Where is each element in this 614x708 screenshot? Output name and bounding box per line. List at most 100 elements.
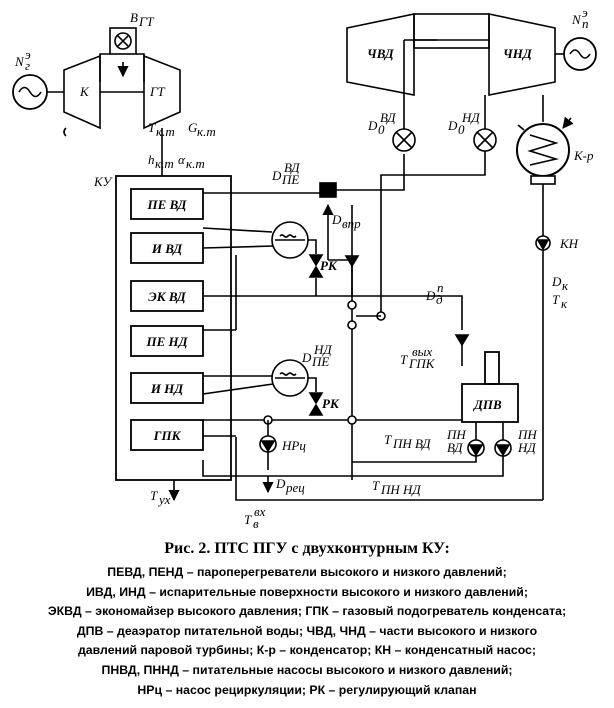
label-akt-sub: к.т [186,156,205,171]
turbine-hp-chvd [346,13,415,96]
caption-line: ИВД, ИНД – испарительные поверхности выс… [86,584,528,599]
ku-block-i-vd: И ВД [151,241,183,256]
label-gt: ГТ [149,84,165,99]
ku-block-i-nd: И НД [150,381,184,396]
pump-nrc [259,435,277,453]
combustion-chamber [99,27,145,82]
label-tpnvd-sub: ПН ВД [392,436,431,451]
pump-pnnd [494,439,512,457]
label-d0vd: D [367,118,378,133]
pump-pnvd [467,439,485,457]
condenser-kr [516,116,574,185]
label-d0vd-sup: ВД [380,110,396,125]
label-tv-sub: в [253,516,259,531]
label-b-sub: ГТ [138,14,154,29]
label-dk-sub: к [562,278,569,293]
generator-gt [12,74,64,110]
compressor-k [63,54,101,130]
figure-caption-legend: ПЕВД, ПЕНД – пароперегреватели высокого … [0,563,614,700]
label-pnvd-2: ВД [447,440,463,455]
label-b: B [130,10,138,25]
drum-lp [271,359,309,397]
label-tpnvd: T [384,432,392,447]
label-kr: К-р [573,148,594,163]
label-d0nd-sup: НД [461,110,480,125]
label-dpevd-sub: ПЕ [281,172,299,187]
caption-line: давлений паровой турбины; К-р – конденса… [78,643,536,658]
label-chnd: ЧНД [503,46,533,61]
label-hkt-sub: к.т [155,156,174,171]
label-tv-sup: вх [254,504,266,519]
label-tkt: T [148,120,156,135]
label-pnnd-1: ПН [517,427,537,442]
label-akt: α [178,152,186,167]
label-gkt-sub: к.т [197,124,216,139]
label-chvd: ЧВД [367,46,395,61]
label-tgpk-sub: ГПК [408,356,436,371]
control-valve-rk2 [308,392,324,416]
label-tk-sub: к [561,296,568,311]
label-np-sub: п [582,16,589,31]
label-hkt: h [148,152,155,167]
pump-kn [535,235,551,251]
label-tk: T [552,292,560,307]
caption-line: ДПВ – деаэратор питательной воды; ЧВД, Ч… [76,623,538,638]
label-ng-sub: г [25,58,30,73]
label-dk: D [551,274,562,289]
label-dvpr: D [331,212,342,227]
control-valve-rk1 [308,254,324,296]
figure-caption-title: Рис. 2. ПТС ПГУ с двухконтурным КУ: [164,540,450,557]
label-tpnnd-sub: ПН НД [380,482,421,497]
caption-line: ПЕВД, ПЕНД – пароперегреватели высокого … [107,565,507,579]
label-dd: D [425,288,436,303]
label-dd-sub: д [436,292,443,307]
label-tkt-sub: к.т [156,124,175,139]
label-pnvd-1: ПН [446,427,466,442]
ku-block-pe-nd: ПЕ НД [145,334,188,349]
valve-d0vd [392,128,416,152]
label-dvpr-sub: впр [342,216,361,231]
check-valve-1 [344,255,360,268]
label-dpend-sub: ПЕ [311,354,329,369]
check-valve-2 [454,334,470,347]
label-tgpk-sup: вых [412,344,432,359]
label-tpnnd: T [372,478,380,493]
attemperator [319,182,337,198]
label-np: N [571,12,582,27]
label-dpv: ДПВ [473,397,502,412]
label-dpevd: D [271,168,282,183]
turbine-lp-chnd [488,13,556,96]
label-rk1: РК [320,258,338,273]
label-tukh: T [150,488,158,503]
label-tgpk: T [400,352,408,367]
label-d0nd-sub: 0 [458,122,465,137]
deaerator-dpv [461,351,519,423]
ku-block-pe-vd: ПЕ ВД [147,197,188,212]
label-drec: D [275,476,286,491]
caption-line: ЭКВД – экономайзер высокого давления; ГП… [47,604,567,619]
generator-st [563,37,597,71]
label-dd-sup: п [437,280,444,295]
caption-line: ПНВД, ПННД – питательные насосы высокого… [101,662,513,677]
label-nrc: НРц [281,438,306,453]
label-np-sup: э [582,5,588,20]
label-rk2: РК [322,396,340,411]
ku-block-gpk: ГПК [153,428,182,443]
label-tukh-sub: ух [157,492,171,507]
label-drec-sub: рец [285,480,305,495]
label-k: К [79,84,90,99]
label-ng-sup: э [25,47,31,62]
drum-hp [271,221,309,259]
valve-d0nd [473,128,497,152]
ku-block-ek-vd: ЭК ВД [148,289,187,304]
label-dpevd-sup: ВД [284,160,300,175]
scheme-diagram: К ГТ B ГТ N э г N э п T к.т G к.т h к.т … [12,5,597,531]
label-tv: T [244,512,252,527]
label-ng: N [14,54,25,69]
label-d0nd: D [447,118,458,133]
caption-line: НРц – насос рециркуляции; РК – регулирую… [137,682,477,697]
label-pnnd-2: НД [517,440,536,455]
label-ku: КУ [93,174,113,189]
label-d0vd-sub: 0 [378,122,385,137]
gas-turbine-gt [143,54,181,130]
